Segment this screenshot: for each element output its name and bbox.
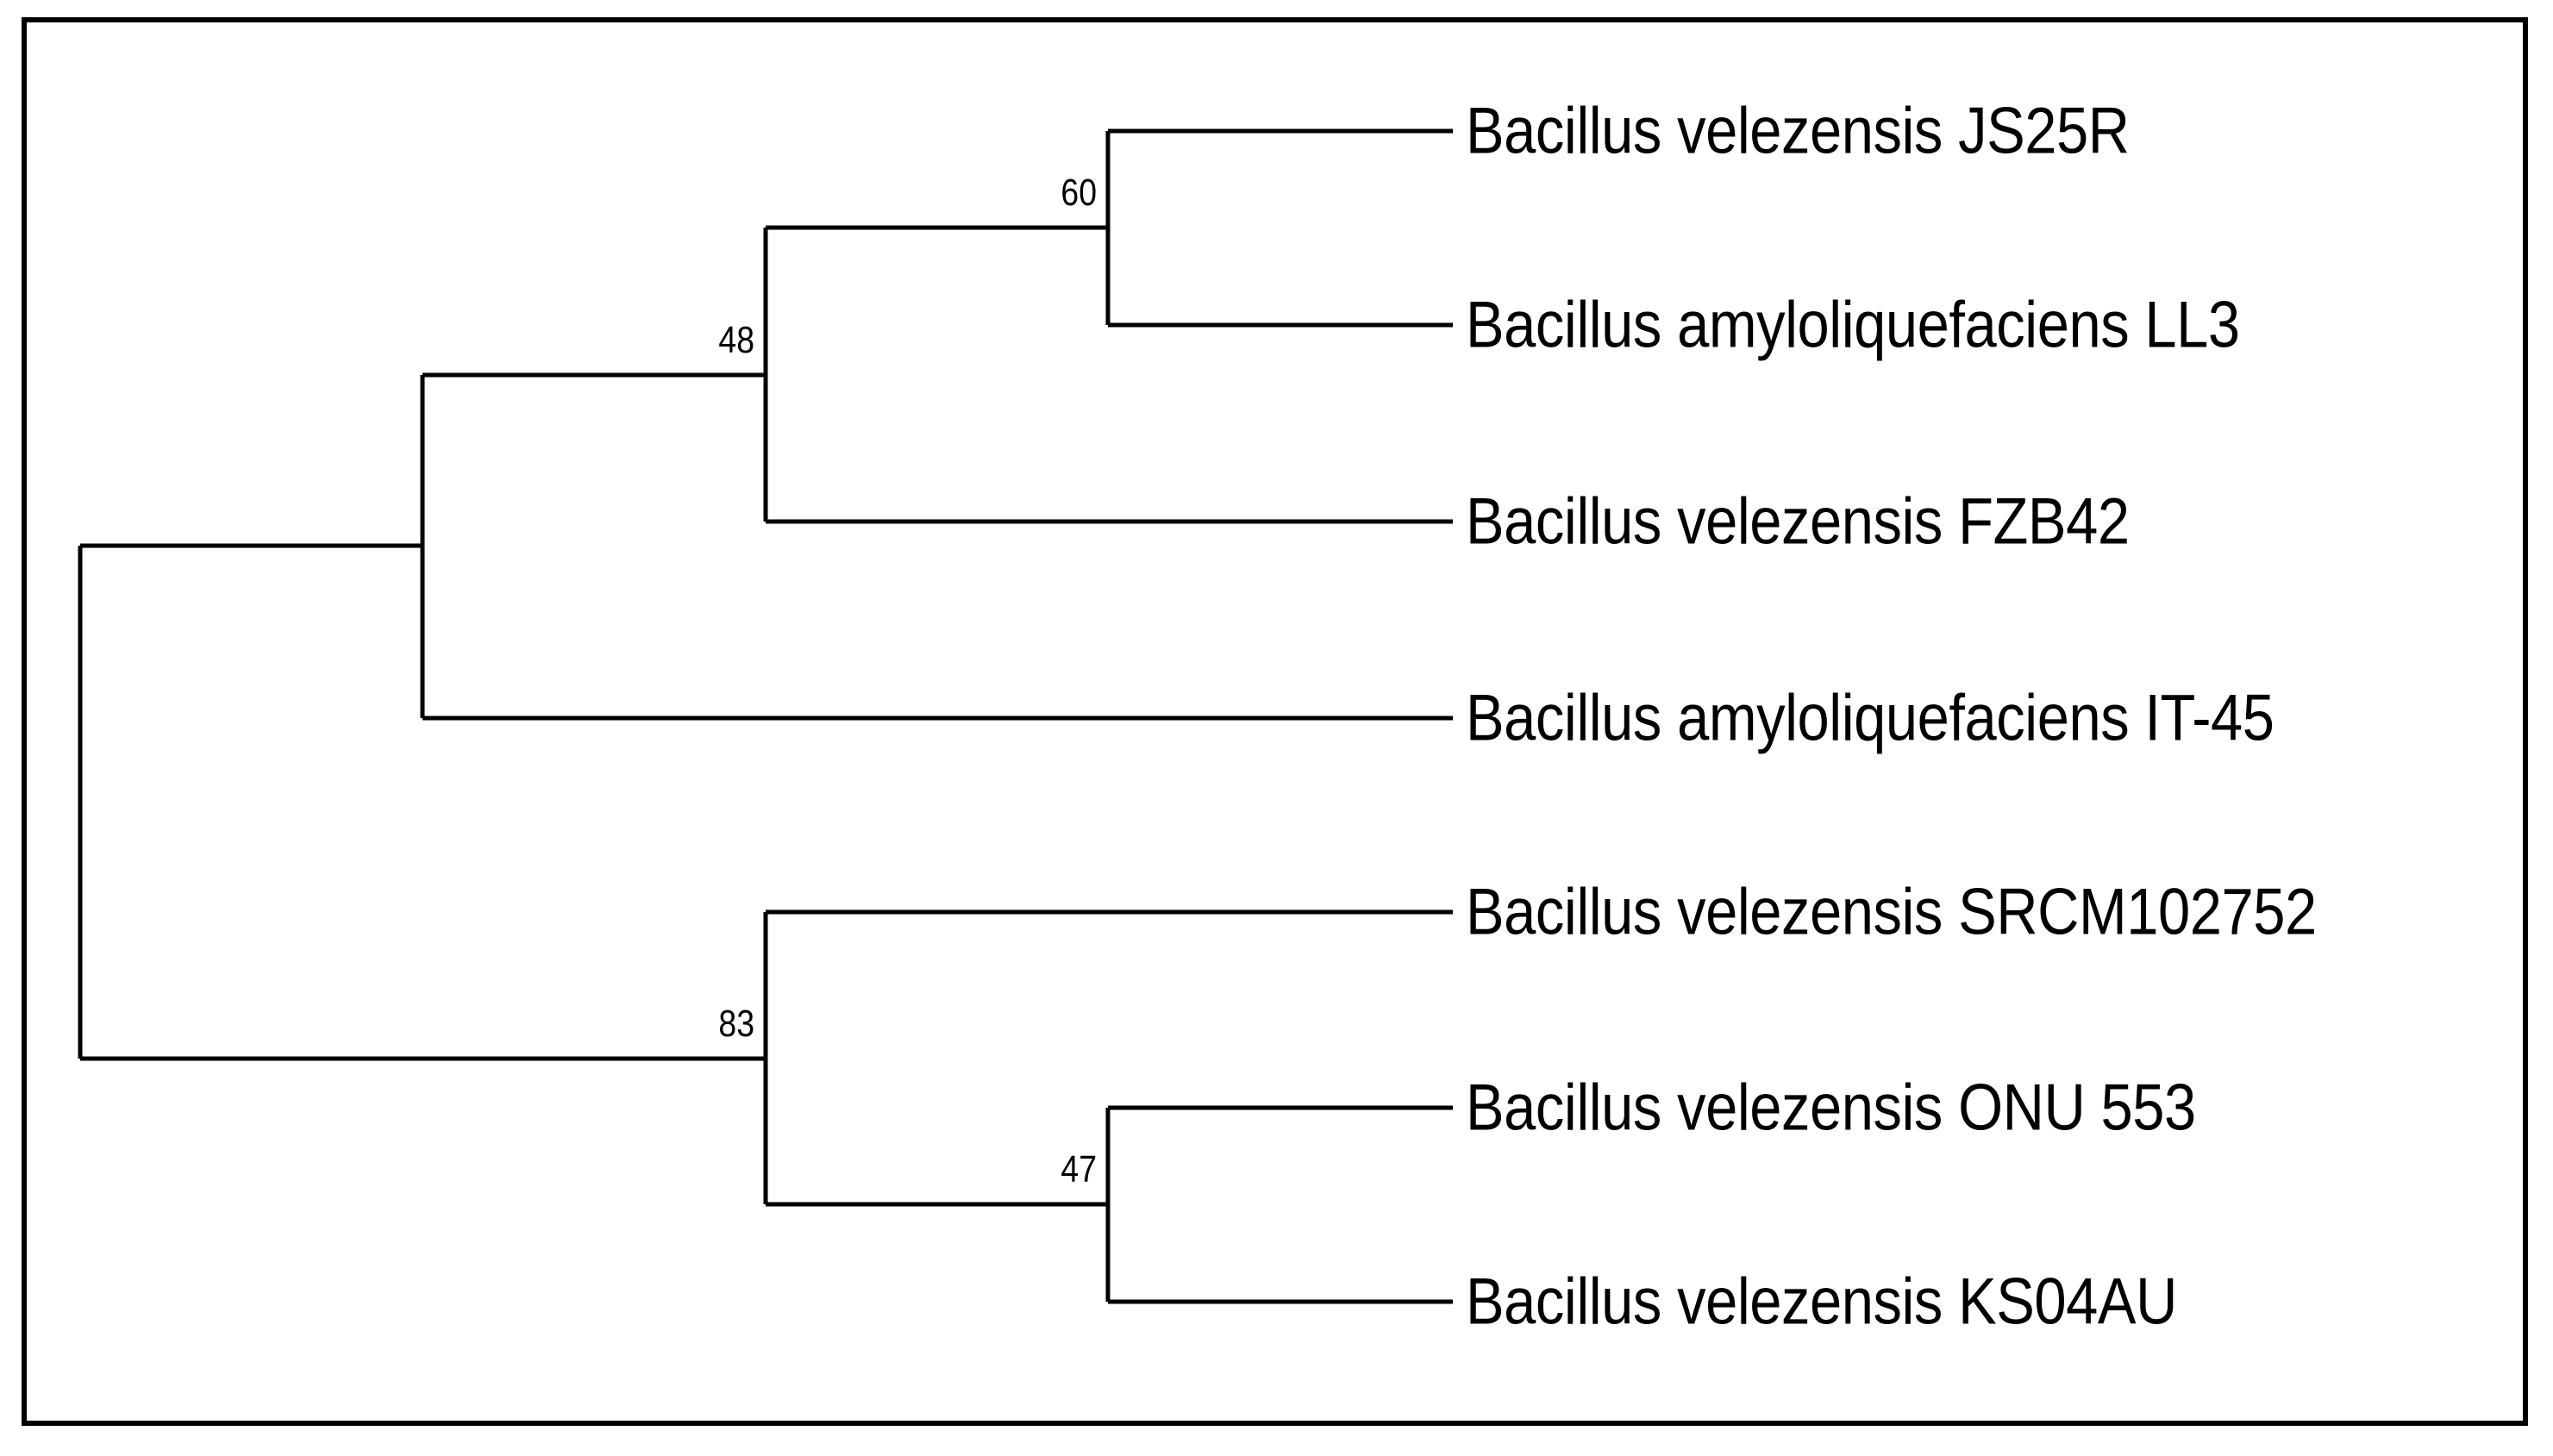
bootstrap-support-48: 48 bbox=[718, 319, 754, 361]
leaf-label-fzb42: Bacillus velezensis FZB42 bbox=[1466, 484, 2130, 559]
leaf-label-ks04au: Bacillus velezensis KS04AU bbox=[1466, 1265, 2177, 1339]
leaf-label-onu553: Bacillus velezensis ONU 553 bbox=[1466, 1071, 2196, 1145]
leaf-label-it45: Bacillus amyloliquefaciens IT-45 bbox=[1466, 681, 2275, 755]
leaf-label-js25r: Bacillus velezensis JS25R bbox=[1466, 94, 2130, 168]
leaf-label-srcm102752: Bacillus velezensis SRCM102752 bbox=[1466, 875, 2317, 949]
leaf-label-ll3: Bacillus amyloliquefaciens LL3 bbox=[1466, 288, 2240, 362]
bootstrap-support-60: 60 bbox=[1061, 172, 1097, 214]
bootstrap-support-83: 83 bbox=[718, 1003, 754, 1045]
figure-border bbox=[22, 17, 2528, 1426]
bootstrap-support-47: 47 bbox=[1061, 1148, 1097, 1190]
